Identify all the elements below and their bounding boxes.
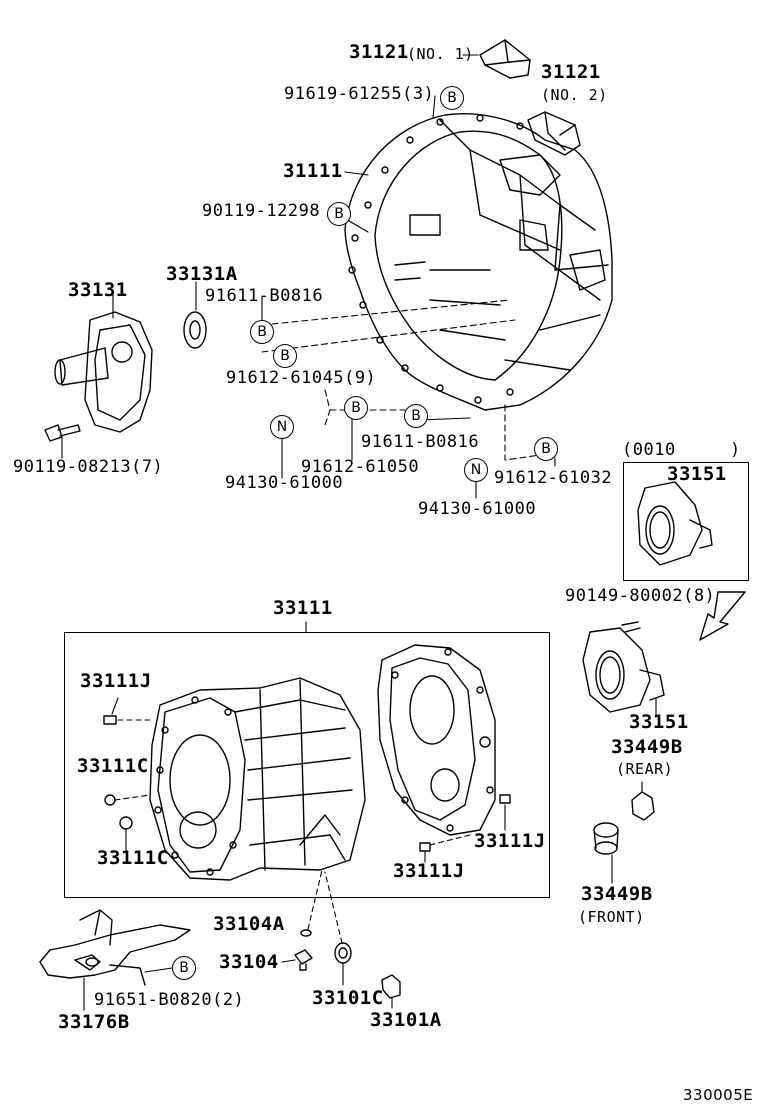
label-91611-b0816-mid: 91611-B0816 bbox=[361, 432, 480, 452]
label-33104a: 33104A bbox=[213, 913, 285, 935]
label-33111c-b: 33111C bbox=[97, 847, 169, 869]
label-33449b-rear: 33449B bbox=[611, 736, 683, 758]
retainer-33151-frame bbox=[623, 462, 749, 581]
oil-seal-drawing bbox=[183, 311, 207, 349]
arrow-drawing bbox=[699, 591, 746, 641]
bracket-no2-drawing bbox=[527, 111, 581, 156]
label-33101a: 33101A bbox=[370, 1009, 442, 1031]
label-33131: 33131 bbox=[68, 279, 128, 301]
leader-lines-bottom bbox=[83, 869, 393, 1011]
marker-n: N bbox=[464, 458, 488, 482]
label-91612-61032: 91612-61032 bbox=[494, 468, 613, 488]
leader-lines-right bbox=[611, 697, 657, 884]
label-90119-08213: 90119-08213(7) bbox=[13, 457, 164, 477]
label-94130-61000-right: 94130-61000 bbox=[418, 499, 537, 519]
bottom-small-parts-drawing bbox=[294, 929, 401, 999]
label-31121-no2-note: (NO. 2) bbox=[541, 86, 608, 104]
label-33449b-front: 33449B bbox=[581, 883, 653, 905]
label-94130-61000-left: 94130-61000 bbox=[225, 473, 344, 493]
marker-n: N bbox=[270, 415, 294, 439]
label-0010-close: ) bbox=[730, 440, 741, 460]
label-90149-80002: 90149-80002(8) bbox=[565, 586, 716, 606]
marker-b: B bbox=[172, 956, 196, 980]
label-33151: 33151 bbox=[629, 711, 689, 733]
marker-b: B bbox=[404, 404, 428, 428]
leader-lines-top bbox=[61, 54, 556, 499]
label-31121-no1-note: (NO. 1) bbox=[407, 45, 474, 63]
label-33131a: 33131A bbox=[166, 263, 238, 285]
case-assembly-frame bbox=[64, 632, 550, 898]
label-33104: 33104 bbox=[219, 951, 279, 973]
marker-b: B bbox=[273, 344, 297, 368]
label-33176b: 33176B bbox=[58, 1011, 130, 1033]
bracket-no1-drawing bbox=[479, 39, 531, 79]
label-0010: (0010 bbox=[622, 440, 676, 460]
label-33101c: 33101C bbox=[312, 987, 384, 1009]
marker-b: B bbox=[327, 202, 351, 226]
retainer-33151-drawing bbox=[637, 481, 713, 566]
label-90119-12298: 90119-12298 bbox=[202, 201, 321, 221]
label-33111j-a: 33111J bbox=[80, 670, 152, 692]
bushing-front-drawing bbox=[593, 822, 619, 855]
label-33111c-a: 33111C bbox=[77, 755, 149, 777]
label-91612-61050: 91612-61050 bbox=[301, 457, 420, 477]
label-31111: 31111 bbox=[283, 160, 343, 182]
bushing-rear-drawing bbox=[631, 791, 655, 821]
label-31121-no2: 31121 bbox=[541, 61, 601, 83]
case-assembly-drawing bbox=[149, 677, 366, 881]
figure-code: 330005E bbox=[683, 1086, 754, 1104]
label-31121-no1: 31121 bbox=[349, 41, 409, 63]
label-91651-b0820: 91651-B0820(2) bbox=[94, 990, 245, 1010]
label-rear: (REAR) bbox=[616, 760, 674, 778]
dowel-pins-drawing bbox=[103, 715, 511, 852]
label-91612-61045: 91612-61045(9) bbox=[226, 368, 377, 388]
transmission-case-drawing bbox=[344, 113, 613, 411]
marker-b: B bbox=[344, 396, 368, 420]
label-33111j-c: 33111J bbox=[393, 860, 465, 882]
label-33151-box: 33151 bbox=[667, 463, 727, 485]
label-33111: 33111 bbox=[273, 597, 333, 619]
label-91619-61255: 91619-61255(3) bbox=[284, 84, 435, 104]
label-33111j-b: 33111J bbox=[474, 830, 546, 852]
bolt-drawing bbox=[44, 424, 81, 442]
label-91611-b0816-top: 91611-B0816 bbox=[205, 286, 324, 306]
extension-housing-drawing bbox=[377, 644, 496, 836]
label-front: (FRONT) bbox=[578, 908, 645, 926]
shift-lever-bracket-drawing bbox=[39, 909, 191, 986]
leader-lines-box bbox=[111, 621, 506, 863]
marker-b: B bbox=[440, 86, 464, 110]
retainer-33151-lower-drawing bbox=[582, 621, 665, 713]
marker-b: B bbox=[534, 437, 558, 461]
retainer-drawing bbox=[54, 311, 153, 433]
marker-b: B bbox=[250, 320, 274, 344]
